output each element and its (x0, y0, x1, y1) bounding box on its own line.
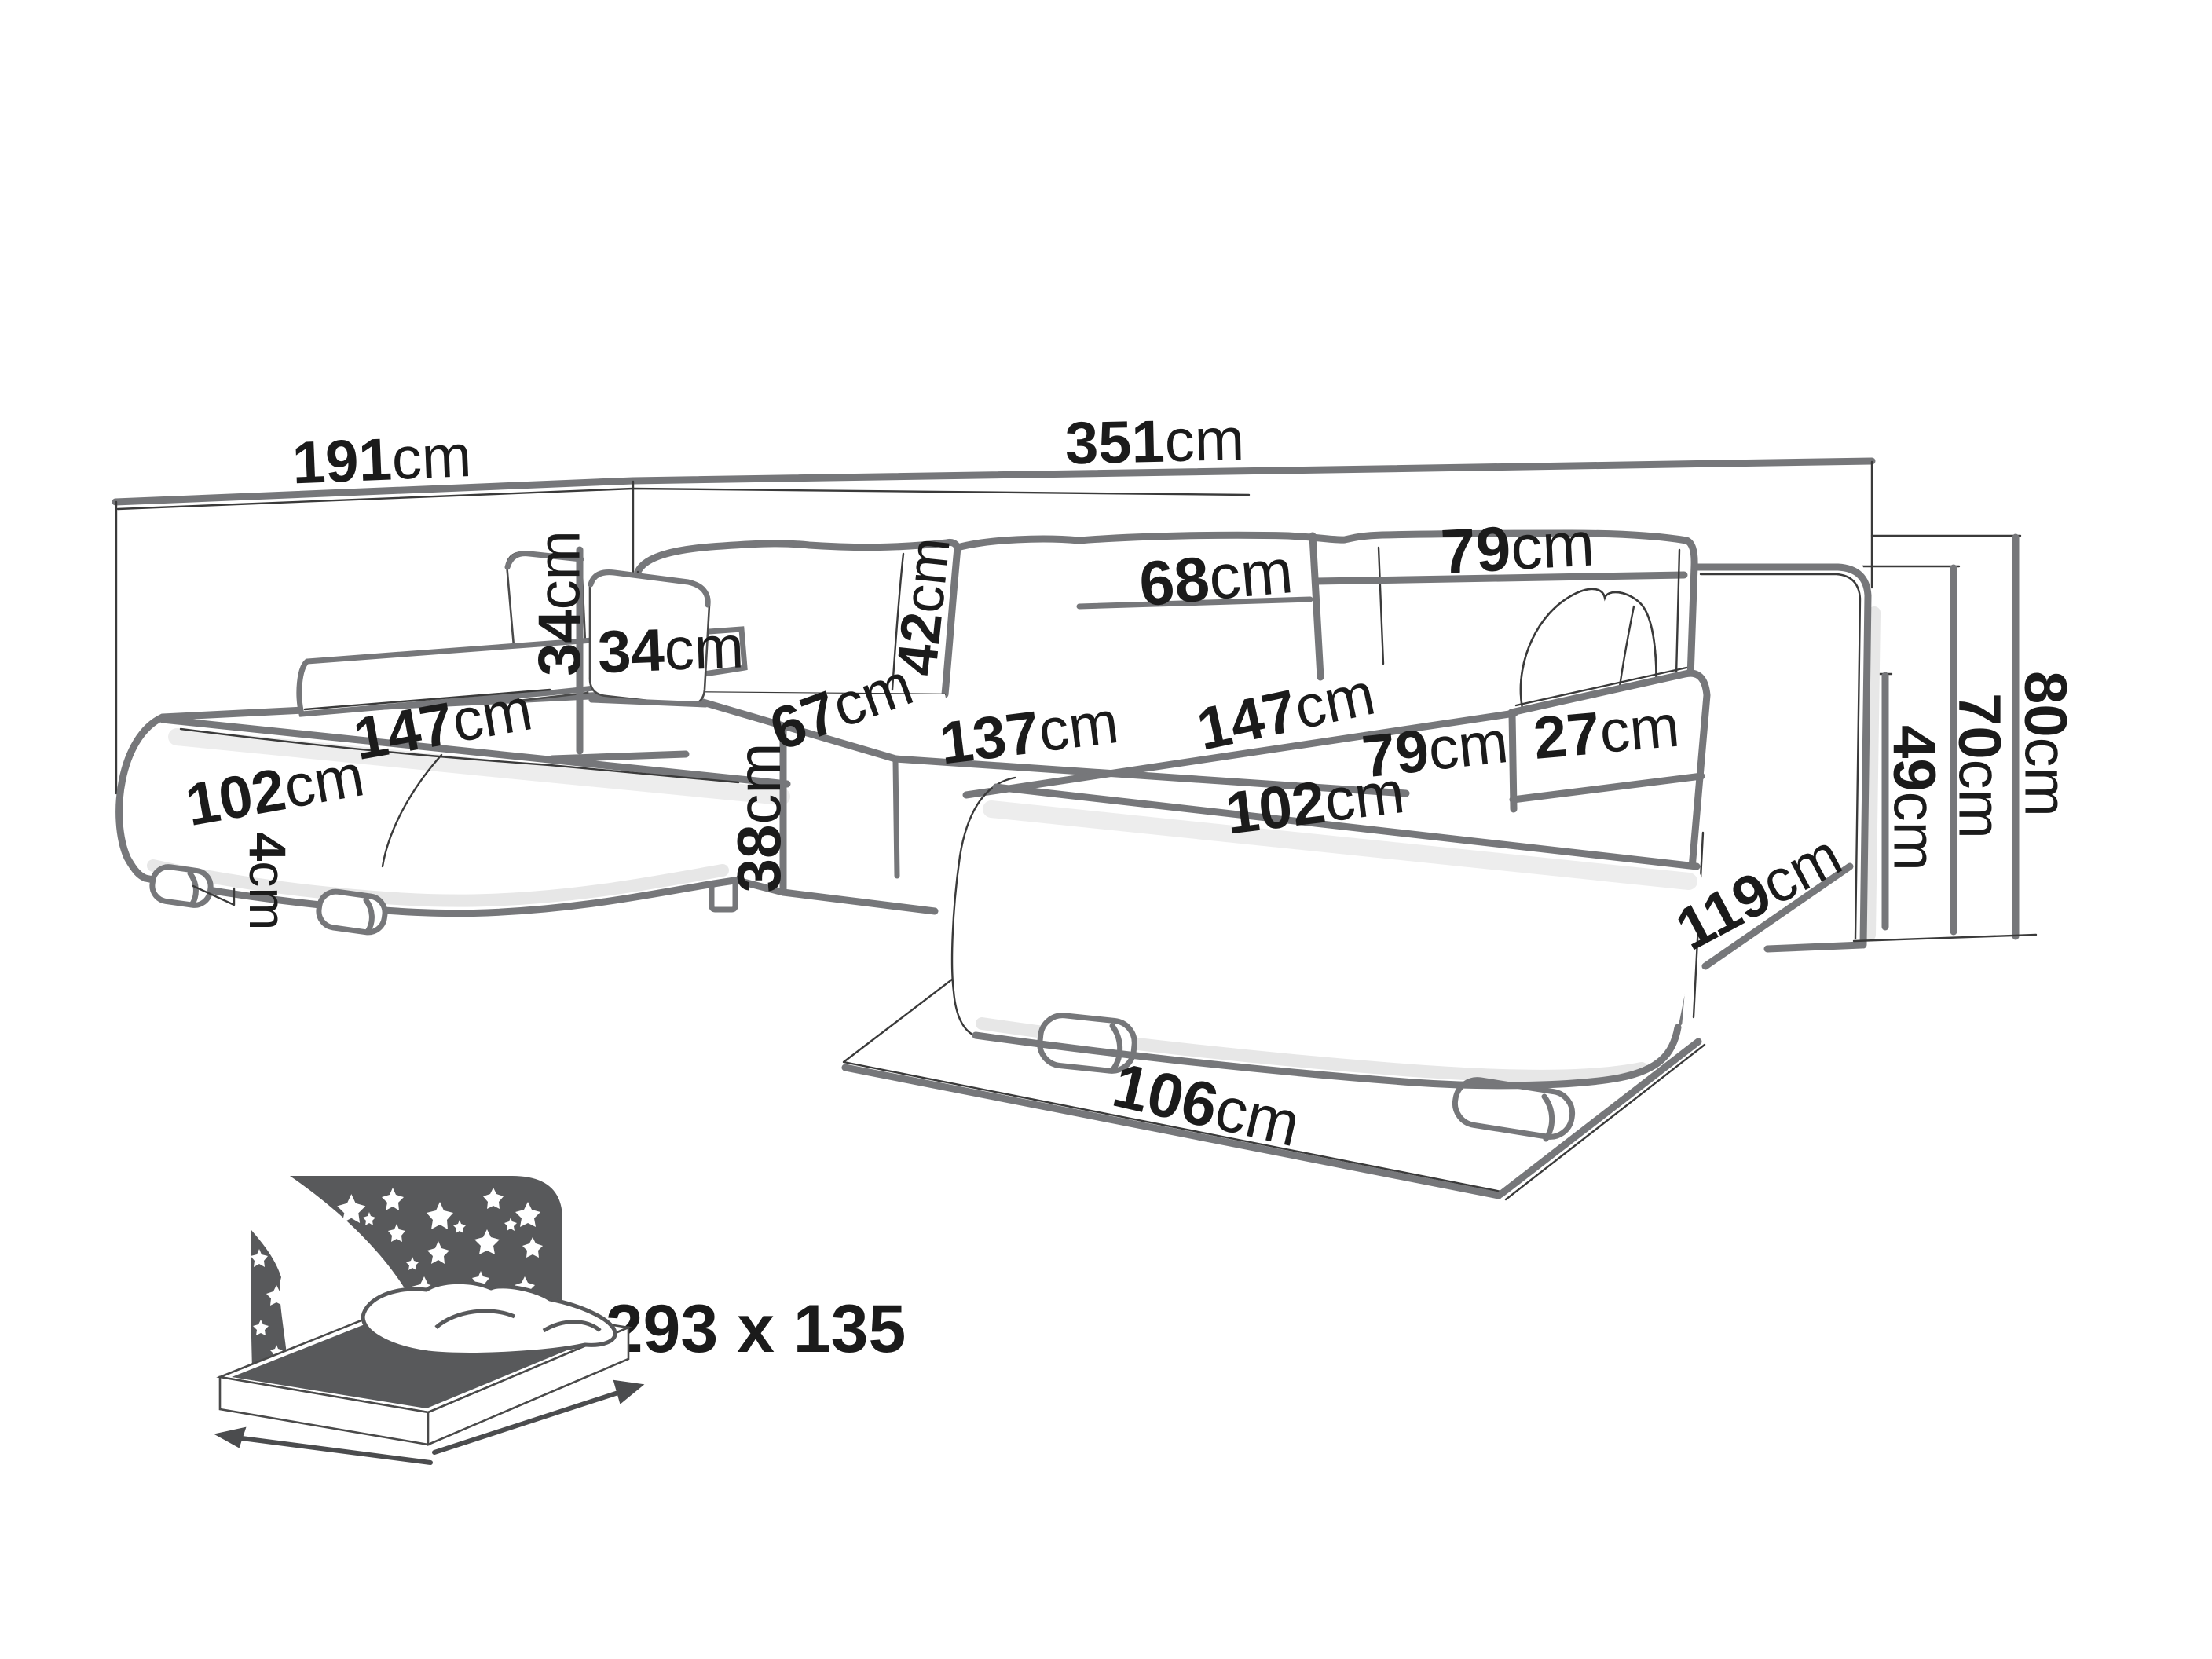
svg-text:42cm: 42cm (885, 534, 962, 678)
svg-text:68cm: 68cm (1137, 536, 1296, 619)
svg-text:27cm: 27cm (1531, 693, 1683, 772)
svg-text:49cm: 49cm (1881, 725, 1948, 871)
svg-text:34cm: 34cm (597, 613, 745, 685)
svg-text:34cm: 34cm (526, 530, 593, 676)
svg-text:38cm: 38cm (724, 743, 793, 893)
svg-text:351cm: 351cm (1064, 406, 1245, 477)
svg-text:293 x 135: 293 x 135 (606, 1291, 906, 1367)
svg-text:191cm: 191cm (291, 423, 472, 496)
svg-text:79cm: 79cm (1359, 709, 1511, 790)
svg-text:70cm: 70cm (1946, 693, 2013, 839)
svg-text:80cm: 80cm (2012, 671, 2079, 817)
svg-text:4cm: 4cm (239, 833, 297, 931)
svg-text:79cm: 79cm (1439, 508, 1596, 586)
